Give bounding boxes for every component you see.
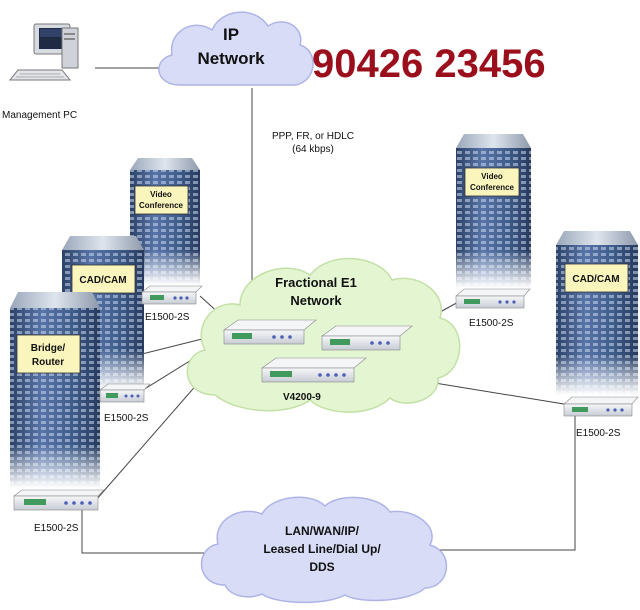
device-e1-hub-right: [321, 325, 413, 351]
ip-network-cloud: IP Network: [158, 11, 314, 86]
video-left-label-line1: Video: [150, 190, 172, 199]
building-video-conference-right: Video Conference: [456, 134, 531, 288]
e1500-cadcam-left-label: E1500-2S: [104, 413, 149, 424]
building-cadcam-right: CAD/CAM: [556, 231, 638, 395]
link-protocol-label: PPP, FR, or HDLC: [272, 131, 354, 142]
e1500-cadcam-right-label: E1500-2S: [576, 428, 621, 439]
device-e1500-cadcam-right: [563, 396, 639, 417]
management-pc-icon: [8, 23, 79, 81]
link-bridge-lan: [81, 500, 212, 554]
device-e1-hub-left: [223, 319, 317, 345]
lan-cloud-line1: LAN/WAN/IP/: [285, 524, 360, 538]
cadcam-left-label: CAD/CAM: [79, 275, 126, 286]
e1500-bridge-label: E1500-2S: [34, 523, 79, 534]
cadcam-right-label: CAD/CAM: [572, 274, 619, 285]
management-pc-label: Management PC: [2, 110, 77, 121]
e1500-video-left-label: E1500-2S: [145, 312, 190, 323]
building-bridge-router: Bridge/ Router: [10, 292, 100, 488]
link-lan-right: [430, 415, 576, 551]
ip-cloud-line1: IP: [223, 25, 239, 44]
device-e1500-video-right: [455, 288, 531, 309]
device-e1500-bridge: [13, 489, 105, 511]
e1500-video-right-label: E1500-2S: [469, 318, 514, 329]
device-e1500-video-left: [141, 285, 203, 305]
lan-cloud-line2: Leased Line/Dial Up/: [263, 542, 381, 556]
video-left-label-line2: Conference: [139, 201, 184, 210]
video-right-label-line1: Video: [481, 172, 503, 181]
e1-cloud-line2: Network: [290, 293, 342, 308]
ip-cloud-line2: Network: [197, 49, 265, 68]
link-speed-label: (64 kbps): [292, 144, 334, 155]
lan-cloud-line3: DDS: [309, 560, 334, 574]
phone-number-banner: 90426 23456: [312, 42, 546, 86]
e1-cloud-line1: Fractional E1: [275, 275, 357, 290]
lan-wan-cloud: LAN/WAN/IP/ Leased Line/Dial Up/ DDS: [200, 496, 447, 604]
bridge-label-line1: Bridge/: [31, 343, 66, 354]
device-v4200: [261, 357, 367, 383]
bridge-label-line2: Router: [32, 357, 64, 368]
device-e1500-cadcam-left: [99, 383, 151, 403]
v4200-label: V4200-9: [283, 392, 321, 403]
video-right-label-line2: Conference: [470, 183, 515, 192]
